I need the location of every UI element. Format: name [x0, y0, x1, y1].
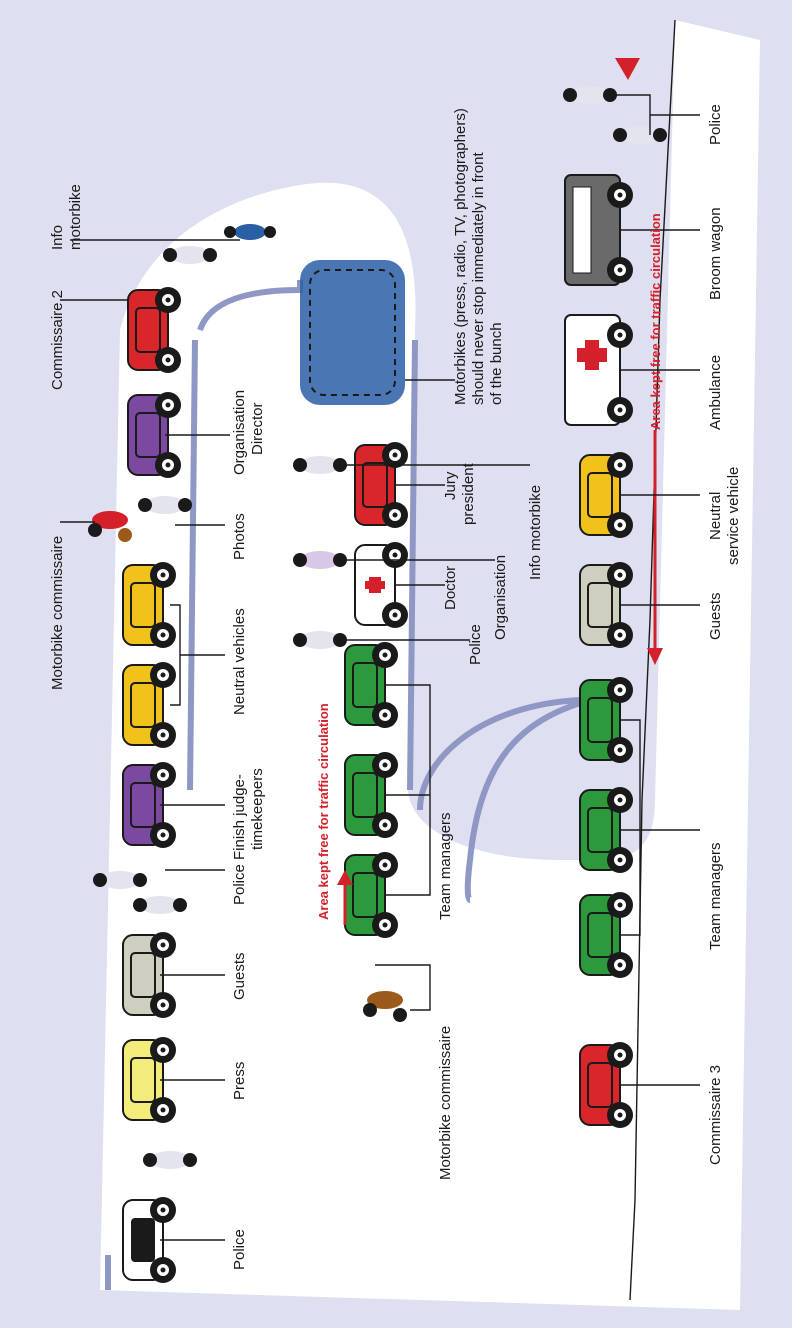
- motorbike-police-mid: [293, 631, 347, 649]
- car-team-manager-mid-2: [344, 752, 398, 838]
- label-finish-judge: Finish judge-: [231, 774, 248, 860]
- label-doctor: Doctor: [442, 566, 459, 610]
- motorbike-info-mid: [293, 456, 347, 474]
- label-motorbikes-note-3: of the bunch: [488, 322, 505, 405]
- label-organisation: Organisation: [492, 555, 509, 640]
- label-ambulance: Ambulance: [707, 355, 724, 430]
- car-team-manager-right-2: [579, 787, 633, 873]
- label-police-4: Police: [707, 104, 724, 145]
- car-guests-right: [579, 562, 633, 648]
- label-neutral-service-1: Neutral: [707, 492, 724, 540]
- label-broom-wagon: Broom wagon: [707, 207, 724, 300]
- car-team-manager-right-1: [579, 677, 633, 763]
- traffic-arrow-right-head: [647, 648, 663, 665]
- road: [100, 19, 760, 1310]
- left-column: [88, 224, 276, 1283]
- direction-arrow-head: [615, 58, 640, 80]
- car-commissaire-2: [127, 287, 181, 373]
- road-edge-lower: [464, 697, 591, 903]
- car-neutral-vehicle-1: [122, 562, 176, 648]
- label-timekeepers: timekeepers: [249, 768, 266, 850]
- label-press: Press: [231, 1062, 248, 1100]
- motorbike-police-left-2: [133, 896, 187, 914]
- car-neutral-service: [579, 452, 633, 538]
- car-team-manager-right-3: [579, 892, 633, 978]
- label-guests-2: Guests: [707, 592, 724, 640]
- label-motorbike-commissaire-2: Motorbike commissaire: [437, 1026, 454, 1180]
- traffic-arrow-left-head: [337, 870, 353, 885]
- right-column: [563, 58, 667, 1128]
- motorbike-photos: [138, 496, 192, 514]
- label-neutral-service-2: service vehicle: [725, 467, 742, 565]
- label-team-managers-2: Team managers: [707, 842, 724, 950]
- road-edge-inner-left: [187, 339, 198, 791]
- motorbike-police-right-1: [563, 86, 617, 104]
- label-commissaire-2: Commissaire 2: [49, 290, 66, 390]
- labels: Police Press Guests Police Finish judge-…: [49, 104, 742, 1270]
- motorbike-info-top: [224, 224, 276, 240]
- label-jury-president-2: president: [460, 462, 477, 525]
- broom-wagon: [564, 174, 633, 286]
- label-neutral-vehicles: Neutral vehicles: [231, 608, 248, 715]
- label-team-managers-1: Team managers: [437, 812, 454, 920]
- traffic-arrows: [337, 430, 663, 925]
- label-area-free-2: Area kept free for traffic circulation: [648, 213, 663, 430]
- label-police-1: Police: [231, 1229, 248, 1270]
- road-edge-inner-right: [407, 339, 418, 791]
- label-organisation-director-1: Organisation: [231, 390, 248, 475]
- label-area-free-1: Area kept free for traffic circulation: [316, 703, 331, 920]
- label-commissaire-3: Commissaire 3: [707, 1065, 724, 1165]
- road-surface: [100, 20, 760, 1310]
- label-police-2: Police: [231, 864, 248, 905]
- car-neutral-vehicle-2: [122, 662, 176, 748]
- car-police: [122, 1197, 176, 1283]
- motorbike-police-right-2: [613, 126, 667, 144]
- label-motorbikes-note-2: should never stop immediately in front: [470, 152, 487, 405]
- motorbike-commissaire-top: [88, 511, 132, 542]
- road-edge-inner-bottom: [417, 697, 581, 811]
- label-jury-president-1: Jury: [442, 471, 459, 500]
- label-motorbikes-note-1: Motorbikes (press, radio, TV, photograph…: [452, 108, 469, 405]
- motorbike-police-left-3: [143, 1151, 197, 1169]
- middle-column: [293, 260, 408, 1022]
- label-info-motorbike-mid: Info motorbike: [527, 485, 544, 580]
- label-photos: Photos: [231, 513, 248, 560]
- label-info-motorbike-top-1: Info: [49, 225, 66, 250]
- label-organisation-director-2: Director: [249, 402, 266, 455]
- motorbike-commissaire-mid: [363, 991, 407, 1022]
- road-edge-inner-top: [197, 280, 303, 332]
- label-guests-1: Guests: [231, 952, 248, 1000]
- label-motorbike-commissaire-1: Motorbike commissaire: [49, 536, 66, 690]
- label-police-3: Police: [467, 624, 484, 665]
- label-info-motorbike-top-2: motorbike: [67, 184, 84, 250]
- leader-lines: [60, 94, 700, 1241]
- car-guests-left: [122, 932, 176, 1018]
- motorbike-escort-top: [163, 246, 217, 264]
- bunch-of-riders: [300, 260, 405, 405]
- motorbike-organisation: [293, 551, 347, 569]
- ambulance: [564, 314, 633, 426]
- motorbike-police-left-1: [93, 871, 147, 889]
- road-edge-outer: [629, 19, 676, 1301]
- car-press: [122, 1037, 176, 1123]
